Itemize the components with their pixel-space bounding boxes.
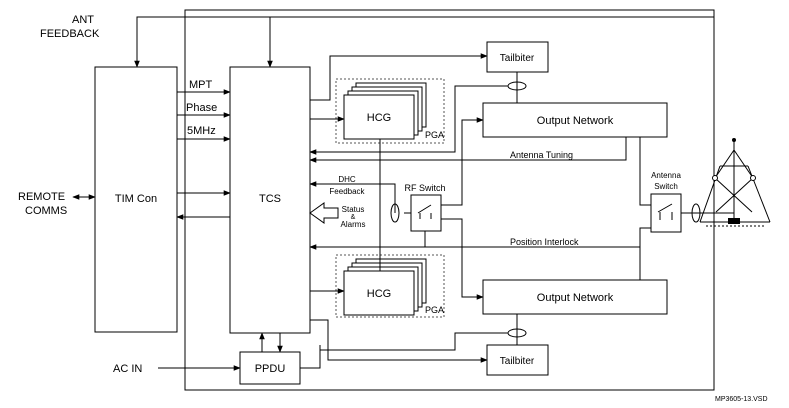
dhc-feedback-label: Feedback <box>329 187 365 196</box>
5mhz-label: 5MHz <box>187 125 216 137</box>
tcs-label: TCS <box>259 193 281 205</box>
pga-top-label: PGA <box>425 130 444 140</box>
mpt-label: MPT <box>189 79 213 91</box>
tcs-block <box>229 66 311 334</box>
rf-switch-block <box>410 194 442 232</box>
output-network-top-label: Output Network <box>537 115 614 127</box>
status-alarms-label: Alarms <box>341 220 366 229</box>
antenna-tower-icon <box>699 138 771 227</box>
remote-comms-label: COMMS <box>25 205 67 217</box>
antenna-switch-block <box>650 193 682 233</box>
position-interlock-label: Position Interlock <box>510 237 579 247</box>
hcg-bottom-label: HCG <box>367 288 391 300</box>
phase-label: Phase <box>186 102 217 114</box>
output-network-bottom-label: Output Network <box>537 292 614 304</box>
tim-con-label: TIM Con <box>115 193 157 205</box>
status-alarms-label: & <box>351 214 356 221</box>
ac-in-label: AC IN <box>113 363 142 375</box>
pga-bottom-label: PGA <box>425 305 444 315</box>
hcg-top-label: HCG <box>367 112 391 124</box>
status-alarms-label: Status <box>342 205 365 214</box>
pga-bottom-region <box>335 254 445 318</box>
ant-feedback-label: ANT <box>72 14 94 26</box>
document-id-label: MP3605-13.VSD <box>715 396 768 403</box>
rf-switch-symbol <box>417 204 432 219</box>
ant-feedback-label: FEEDBACK <box>40 28 100 40</box>
transmitter-enclosure <box>184 9 715 391</box>
tailbiter-top-label: Tailbiter <box>500 53 535 64</box>
status-alarms-arrow <box>309 202 339 224</box>
hcg-top-stack <box>343 82 427 140</box>
antenna-tuning-label: Antenna Tuning <box>510 150 573 160</box>
pga-top-region <box>335 78 445 144</box>
ppdu-label: PPDU <box>255 363 286 375</box>
tailbiter-bottom-label: Tailbiter <box>500 356 535 367</box>
dhc-feedback-label: DHC <box>338 175 356 184</box>
antenna-switch-symbol <box>657 203 673 220</box>
rf-switch-label: RF Switch <box>404 183 445 193</box>
remote-comms-label: REMOTE <box>18 191 65 203</box>
antenna-switch-label: Switch <box>654 182 678 191</box>
antenna-switch-label: Antenna <box>651 171 681 180</box>
hcg-bottom-stack <box>343 258 427 316</box>
